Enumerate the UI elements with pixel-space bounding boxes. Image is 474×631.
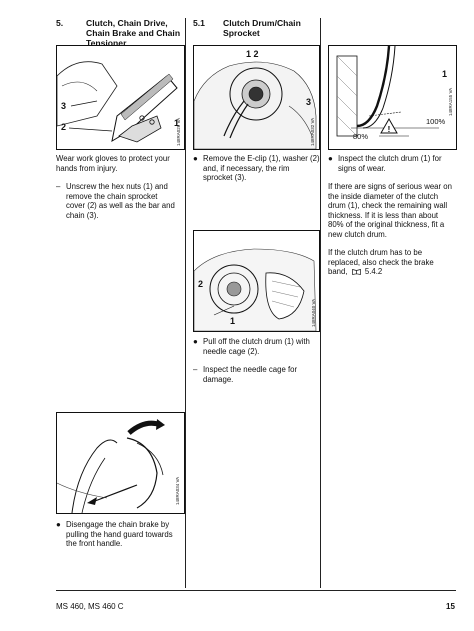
figure-e-clip: 1 2 3 148RA032 VA [193, 45, 320, 150]
figure-label: 3 [61, 101, 67, 111]
figure-label: 1 [442, 69, 448, 79]
figure-code: 148RA040 VA [311, 298, 316, 327]
bullet-icon: ● [193, 154, 198, 163]
figure-code: 148RA026 VA [176, 117, 181, 146]
col3-paragraph-1: If there are signs of serious wear on th… [328, 182, 452, 239]
col2-bullet-1: ● Remove the E-clip (1), washer (2) and,… [193, 154, 320, 182]
section-number: 5. [56, 18, 64, 28]
footer-rule [56, 590, 456, 591]
book-icon [351, 268, 361, 275]
section-number: 5.1 [193, 18, 205, 28]
figure-label: 1 [174, 118, 180, 128]
section-reference-link[interactable]: 5.4.2 [364, 267, 383, 276]
figure-sprocket-cover: 3 2 1 148RA026 VA [56, 45, 185, 150]
clutch-drum-section: ! [336, 46, 439, 137]
column-divider-1 [185, 18, 186, 588]
col1-intro: Wear work gloves to protect your hands f… [56, 154, 170, 173]
bullet-icon: ● [193, 337, 198, 346]
figure-label: 2 [198, 279, 204, 289]
section-title: Clutch, Chain Drive, Chain Brake and Cha… [86, 18, 181, 48]
percent-label: 80% [353, 132, 369, 141]
figure-chain-brake: 148RA034 VA [56, 412, 185, 514]
figure-clutch-drum-wear: ! 1 100% 80% 148RA155 VA [328, 45, 457, 150]
figure-label: 1 [230, 316, 236, 326]
column-divider-2 [320, 18, 321, 588]
figure-code: 148RA034 VA [175, 476, 180, 505]
figure-label: 1 2 [246, 49, 259, 59]
figure-label: 3 [306, 97, 312, 107]
col1-dash-item: – Unscrew the hex nuts (1) and remove th… [56, 182, 175, 220]
figure-code: 148RA032 VA [310, 117, 315, 146]
e-clip-illustration [194, 61, 317, 149]
figure-clutch-drum-removal: 2 1 148RA040 VA [193, 230, 320, 332]
bullet-icon: ● [328, 154, 333, 163]
col1-bullet-item: ● Disengage the chain brake by pulling t… [56, 520, 173, 548]
svg-text:!: ! [388, 125, 391, 134]
figure-code: 148RA155 VA [448, 87, 453, 116]
col3-bullet-1: ● Inspect the clutch drum (1) for signs … [328, 154, 442, 173]
footer-model: MS 460, MS 460 C [56, 602, 124, 611]
section-title: Clutch Drum/Chain Sprocket [223, 18, 301, 38]
dash-symbol: – [193, 365, 198, 374]
page-number: 15 [446, 602, 455, 611]
col3-paragraph-2: If the clutch drum has to be replaced, a… [328, 248, 434, 276]
clutch-drum-illustration [194, 248, 317, 331]
figure-label: 2 [61, 122, 67, 132]
col2-bullet-2: ● Pull off the clutch drum (1) with need… [193, 337, 310, 356]
col2-dash-item: – Inspect the needle cage for damage. [193, 365, 298, 384]
dash-symbol: – [56, 182, 61, 191]
chain-brake-illustration [57, 419, 165, 513]
sprocket-cover-illustration [57, 61, 178, 143]
bullet-icon: ● [56, 520, 61, 529]
percent-label: 100% [426, 117, 446, 126]
